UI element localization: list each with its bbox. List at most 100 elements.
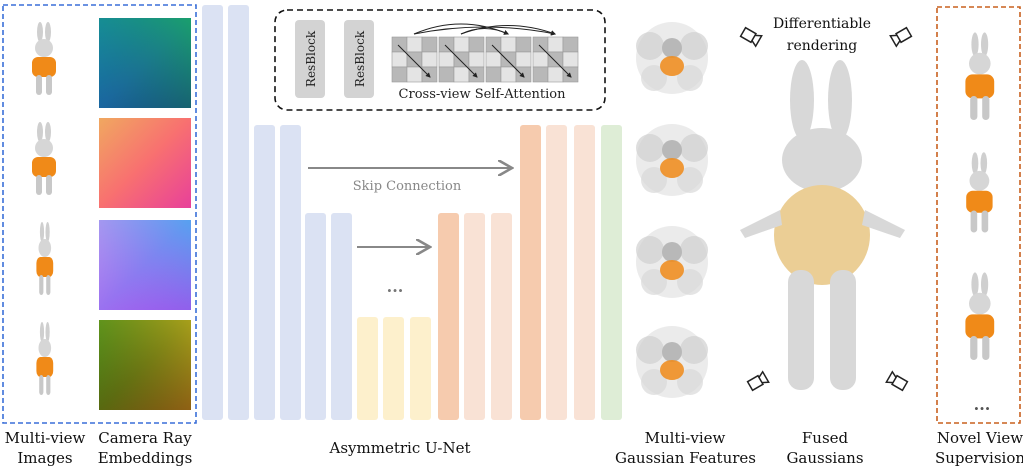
novel-ellipsis: ... <box>974 395 991 414</box>
ray-embedding-2 <box>99 118 191 208</box>
unet-layer-bottleneck <box>383 317 404 420</box>
resblock-2-label: ResBlock <box>353 30 367 87</box>
attention-token <box>485 66 502 83</box>
unet-layer-decoder-dark <box>438 213 459 420</box>
novel-view-2 <box>966 152 993 233</box>
input-image-2 <box>32 122 56 195</box>
attention-arrow <box>538 44 572 78</box>
attention-token <box>438 51 455 68</box>
unet-layer-decoder-light <box>491 213 512 420</box>
attention-token <box>515 51 532 68</box>
attention-token <box>438 66 455 83</box>
unet-layer-encoder <box>254 125 275 420</box>
unet-layer-encoder <box>280 125 301 420</box>
gaussian-feature-2 <box>636 124 708 196</box>
attention-token <box>468 66 485 83</box>
attention-token <box>406 66 423 83</box>
input-image-4 <box>36 322 54 395</box>
fused-gaussians-image <box>740 60 905 390</box>
attention-token <box>532 66 549 83</box>
camera-icon <box>746 371 770 392</box>
resblock-1 <box>295 20 325 98</box>
attention-token <box>547 66 564 83</box>
skip-connection-label: Skip Connection <box>353 179 462 194</box>
attention-token <box>515 36 532 53</box>
attention-token <box>421 66 438 83</box>
input-image-3 <box>36 222 54 295</box>
resblock-1-label: ResBlock <box>304 30 318 87</box>
attention-token <box>485 36 502 53</box>
attention-token <box>547 51 564 68</box>
attention-arrow <box>444 44 478 78</box>
camera-icon <box>885 371 909 392</box>
unet-layers <box>202 5 622 420</box>
unet-layer-encoder <box>305 213 326 420</box>
resblock-2 <box>344 20 374 98</box>
cross-view-arrow <box>460 28 509 35</box>
render-label-line2: rendering <box>787 38 857 54</box>
attention-token <box>406 51 423 68</box>
attention-caption: Cross-view Self-Attention <box>399 87 567 102</box>
unet-layer-encoder <box>202 5 223 420</box>
attention-token <box>500 51 517 68</box>
attention-token <box>438 36 455 53</box>
attention-token <box>562 66 579 83</box>
novel-view-1 <box>965 32 995 121</box>
attention-token <box>391 36 408 53</box>
render-label-line1: Differentiable <box>773 16 871 32</box>
ray-embedding-3 <box>99 220 191 310</box>
input-group-box <box>2 4 197 424</box>
unet-layer-encoder <box>331 213 352 420</box>
attention-token <box>468 51 485 68</box>
attention-token <box>421 36 438 53</box>
unet-layer-decoder-light <box>546 125 567 420</box>
attention-token <box>562 51 579 68</box>
attention-token <box>406 36 423 53</box>
attention-token <box>500 66 517 83</box>
attention-token <box>391 51 408 68</box>
attention-token <box>547 36 564 53</box>
unet-layer-bottleneck <box>357 317 378 420</box>
attention-arrow <box>397 44 431 78</box>
novel-view-box <box>936 6 1021 424</box>
attention-grids <box>391 23 579 83</box>
gaussian-feature-1 <box>636 22 708 94</box>
attention-token <box>515 66 532 83</box>
attention-token <box>485 51 502 68</box>
attention-token <box>468 36 485 53</box>
attention-token <box>453 66 470 83</box>
unet-layer-bottleneck <box>410 317 431 420</box>
cross-view-arrow <box>413 26 556 36</box>
attention-token <box>532 51 549 68</box>
gaussian-feature-3 <box>636 226 708 298</box>
label-unet: Asymmetric U-Net <box>329 439 471 457</box>
gaussian-feature-4 <box>636 326 708 398</box>
attention-token <box>562 36 579 53</box>
input-image-1 <box>32 22 56 95</box>
attention-arrow <box>491 44 525 78</box>
ray-embedding-4 <box>99 320 191 410</box>
unet-layer-encoder <box>228 5 249 420</box>
unet-layer-decoder-light <box>464 213 485 420</box>
attention-token <box>391 66 408 83</box>
camera-icon <box>889 26 913 47</box>
attention-token <box>453 36 470 53</box>
camera-icon <box>739 26 763 47</box>
attention-token <box>453 51 470 68</box>
novel-view-3 <box>965 272 995 360</box>
attention-token <box>532 36 549 53</box>
unet-ellipsis: ... <box>387 277 404 296</box>
unet-layer-output <box>601 125 622 420</box>
attention-token <box>421 51 438 68</box>
attention-token <box>500 36 517 53</box>
unet-layer-decoder-light <box>574 125 595 420</box>
ray-embedding-1 <box>99 18 191 108</box>
unet-layer-decoder-dark <box>520 125 541 420</box>
